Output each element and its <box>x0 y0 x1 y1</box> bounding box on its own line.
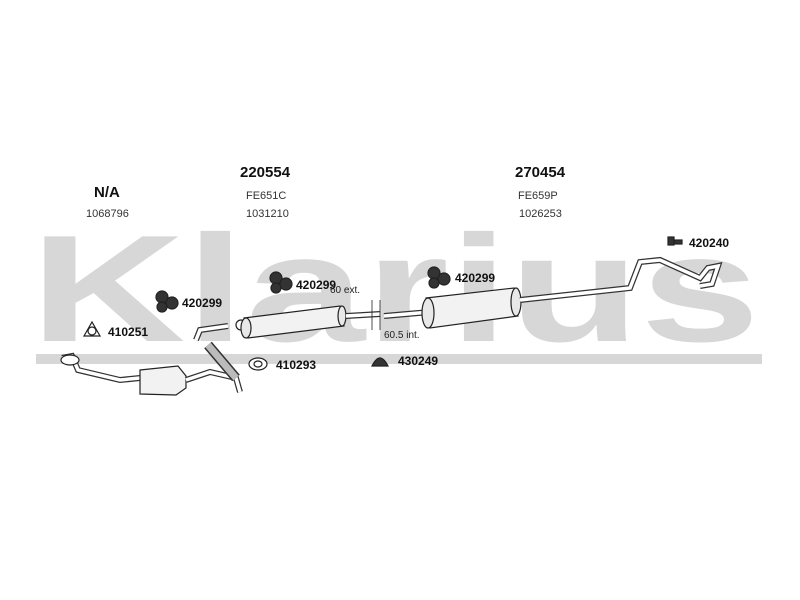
fitting-code-410251: 410251 <box>108 325 149 339</box>
rubber-mount-icon-1 <box>155 290 179 313</box>
part-number-270454: 270454 <box>515 164 566 181</box>
front-pipe-catalyst <box>60 323 243 396</box>
annotation-ext: 60 ext. <box>330 285 361 296</box>
fitting-code-420299-a: 420299 <box>182 296 223 310</box>
part-code-fe659p: FE659P <box>518 190 558 202</box>
fitting-code-420299-b: 420299 <box>296 278 337 292</box>
part-number-220554: 220554 <box>240 164 291 181</box>
part-ref-1068796: 1068796 <box>86 208 129 220</box>
rubber-mount-icon-3 <box>427 266 451 289</box>
centre-silencer <box>235 300 381 339</box>
annotation-int: 60.5 int. <box>384 330 420 341</box>
fitting-code-410293: 410293 <box>276 358 317 372</box>
rubber-mount-icon-2 <box>269 271 293 294</box>
part-ref-1026253: 1026253 <box>519 208 562 220</box>
rear-silencer <box>383 256 723 329</box>
hanger-icon-420240 <box>667 236 683 246</box>
part-number-na: N/A <box>94 184 120 201</box>
svg-text:Klarius: Klarius <box>30 204 760 374</box>
fitting-code-420299-c: 420299 <box>455 271 496 285</box>
fitting-code-430249: 430249 <box>398 354 439 368</box>
fitting-code-420240: 420240 <box>689 236 730 250</box>
part-code-fe651c: FE651C <box>246 190 287 202</box>
part-ref-1031210: 1031210 <box>246 208 289 220</box>
clamp-icon-410251 <box>82 320 102 337</box>
clamp-icon-430249 <box>371 357 389 367</box>
gasket-icon-410293 <box>248 357 268 371</box>
